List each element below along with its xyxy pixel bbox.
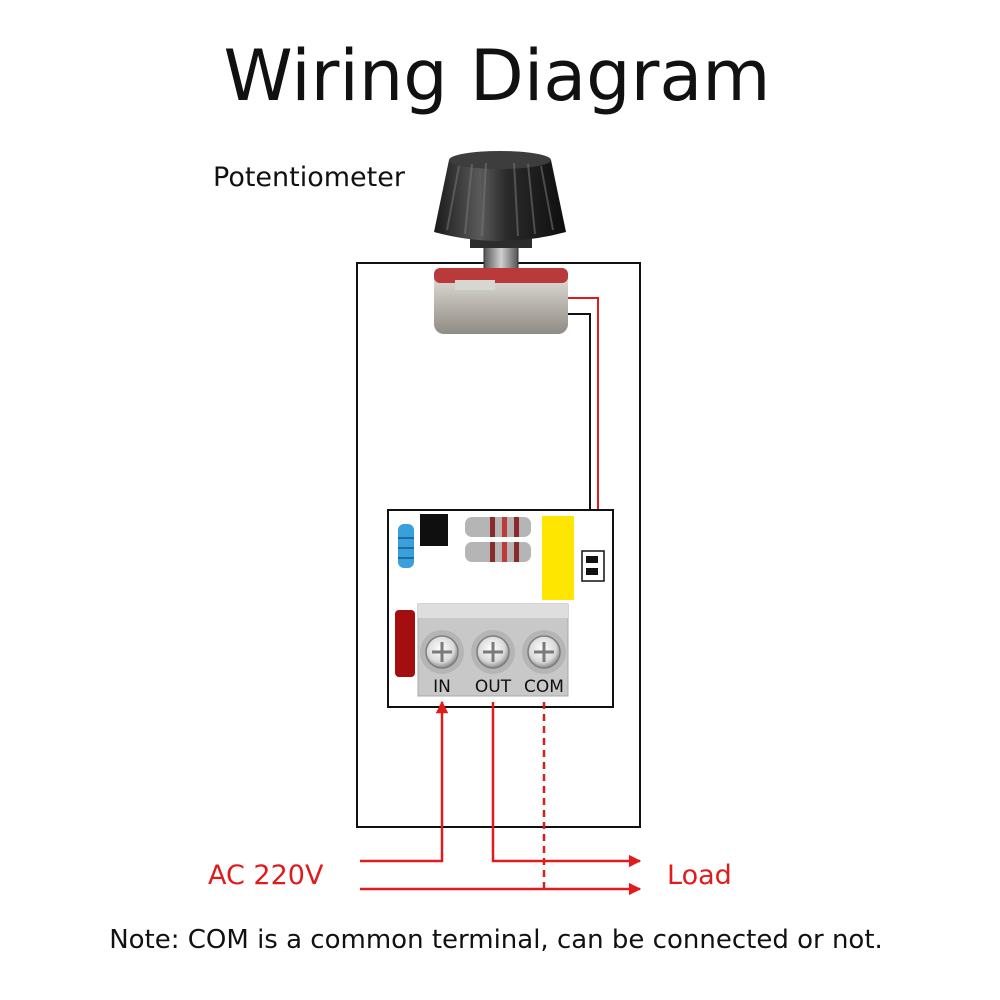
potentiometer-resistive-track bbox=[434, 268, 568, 283]
terminal-label-in: IN bbox=[433, 677, 451, 697]
terminal-label-out: OUT bbox=[475, 677, 512, 697]
load-label: Load bbox=[667, 860, 732, 891]
potentiometer-label: Potentiometer bbox=[213, 162, 406, 193]
terminal-label-com: COM bbox=[524, 677, 564, 697]
resistor-top bbox=[465, 517, 531, 537]
blue-capacitor bbox=[398, 524, 414, 568]
potentiometer-wire-red bbox=[568, 297, 599, 553]
diagram-title: Wiring Diagram bbox=[224, 35, 771, 117]
terminal-out bbox=[471, 630, 515, 674]
terminal-in bbox=[420, 630, 464, 674]
yellow-capacitor bbox=[542, 516, 574, 600]
red-component bbox=[395, 610, 415, 677]
resistor-bottom bbox=[465, 542, 531, 562]
terminal-com bbox=[522, 630, 566, 674]
wire-ac-to-in bbox=[360, 700, 449, 863]
potentiometer bbox=[434, 151, 568, 334]
board-components bbox=[395, 514, 605, 677]
note-text: Note: COM is a common terminal, can be c… bbox=[109, 925, 883, 955]
potentiometer-connector bbox=[581, 550, 605, 582]
black-chip bbox=[420, 514, 448, 546]
potentiometer-wire-black bbox=[568, 313, 591, 553]
source-label: AC 220V bbox=[208, 860, 324, 891]
potentiometer-nut bbox=[470, 238, 532, 248]
potentiometer-knob-top bbox=[449, 151, 551, 169]
terminal-block: IN OUT COM bbox=[417, 603, 569, 697]
wire-out-to-load bbox=[491, 702, 642, 868]
